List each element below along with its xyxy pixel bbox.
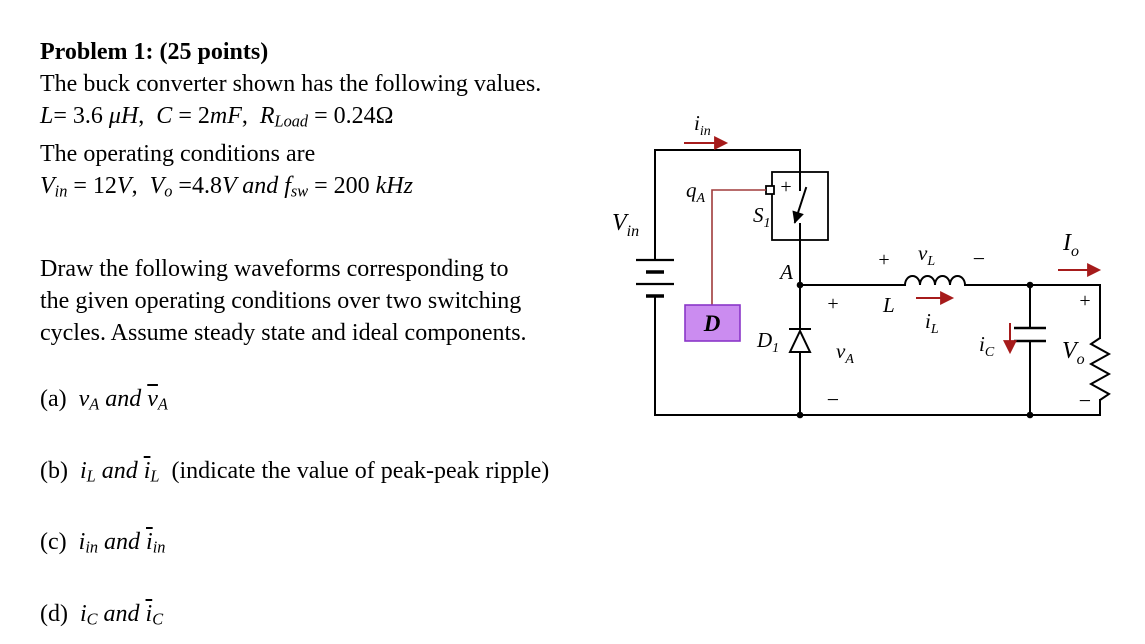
item-c: (c) iin and iin — [40, 529, 166, 557]
junction-dots — [796, 281, 1034, 419]
task-line-2: the given operating conditions over two … — [40, 288, 522, 315]
capacitor-symbol — [1014, 326, 1046, 343]
operating-conditions-line: Vin = 12V, Vo =4.8V and fsw = 200 kHz — [40, 172, 413, 201]
task-line-1: Draw the following waveforms correspondi… — [40, 256, 509, 283]
v-a-plus-sign: + — [827, 293, 838, 315]
problem-statement: Problem 1: (25 points) The buck converte… — [40, 36, 760, 635]
q-a-label: qA — [686, 178, 706, 206]
v-o-minus-sign: − — [1079, 388, 1091, 413]
switch-symbol — [792, 171, 808, 241]
load-resistor — [1088, 337, 1112, 401]
item-d: (d) iC and iC — [40, 600, 164, 629]
conditions-intro-line: The operating conditions are — [40, 140, 316, 167]
current-arrows — [684, 136, 1102, 355]
item-a: (a) vA and vA — [40, 386, 168, 414]
input-top-wire — [654, 149, 801, 173]
v-in-label: Vin — [612, 210, 639, 240]
battery-symbol — [636, 258, 674, 298]
intro-line: The buck converter shown has the followi… — [40, 71, 542, 97]
task-line-3: cycles. Assume steady state and ideal co… — [40, 320, 527, 347]
item-b: (b) iL and iL (indicate the value of pea… — [40, 457, 550, 486]
gate-driver-block — [684, 304, 741, 342]
v-o-label: Vo — [1062, 338, 1085, 368]
component-values-line: L= 3.6 μH, C = 2mF, RLoad = 0.24Ω — [40, 103, 394, 131]
inductor-label: L — [882, 293, 895, 317]
i-in-label: iin — [694, 111, 711, 139]
gate-driver-label: D — [703, 311, 721, 336]
diode-bottom-dot — [796, 411, 804, 419]
problem-title: Problem 1: (25 points) — [40, 39, 269, 65]
gate-drive-line — [711, 189, 766, 305]
buck-converter-circuit: iin Vin qA + S1 A D D1 + vA − + vL − L i… — [612, 111, 1112, 419]
node-a-label: A — [778, 260, 793, 284]
inductor-coil — [904, 275, 966, 286]
v-l-minus-sign: − — [973, 246, 985, 271]
s1-label: S1 — [753, 203, 771, 231]
i-c-label: iC — [979, 332, 995, 360]
i-o-label: Io — [1062, 230, 1079, 260]
gate-terminal-square — [765, 185, 775, 195]
diode-d1-symbol — [788, 328, 812, 353]
d1-label: D1 — [756, 328, 779, 356]
v-a-minus-sign: − — [827, 387, 839, 412]
v-o-plus-sign: + — [1079, 290, 1090, 312]
v-l-plus-sign: + — [878, 249, 889, 271]
i-l-label: iL — [925, 309, 939, 337]
diode-triangle — [788, 328, 812, 353]
v-l-label: vL — [918, 241, 935, 269]
task-paragraph: Draw the following waveforms correspondi… — [40, 253, 760, 349]
switch-plus-sign: + — [780, 176, 791, 198]
node-a-dot — [796, 281, 804, 289]
switch-blade — [792, 186, 808, 224]
v-a-label: vA — [836, 339, 854, 367]
capacitor-bottom-dot — [1026, 411, 1034, 419]
capacitor-top-dot — [1026, 281, 1034, 289]
